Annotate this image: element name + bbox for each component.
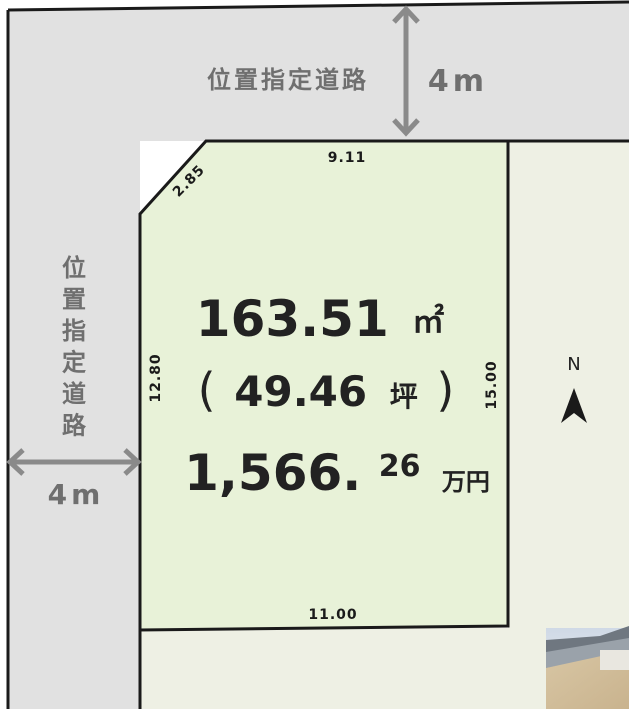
dimension-right: 15.00 bbox=[484, 360, 500, 409]
compass: N bbox=[561, 354, 587, 423]
north-road-name: 位置指定道路 bbox=[207, 66, 369, 94]
lot-price-decimal: 26 bbox=[379, 449, 421, 484]
west-road-name-char: 道 bbox=[62, 380, 86, 408]
west-road-name-char: 路 bbox=[62, 412, 87, 440]
west-road-width-arrow bbox=[6, 448, 142, 476]
lot-tsubo: ( 49.46 坪 ) bbox=[198, 363, 455, 417]
lot-polygon bbox=[138, 139, 510, 632]
dimension-top: 9.11 bbox=[328, 150, 367, 166]
lot-area: 163.51 ㎡ bbox=[196, 290, 444, 348]
dimension-left: 12.80 bbox=[148, 353, 164, 402]
dimension-bottom: 11.00 bbox=[308, 607, 357, 623]
west-road-name: 位置指定道路 bbox=[62, 254, 87, 440]
road-outer-top-edge bbox=[7, 0, 629, 12]
neighbor-land-south bbox=[140, 628, 508, 709]
road-area bbox=[8, 2, 629, 709]
west-road-name-char: 指 bbox=[62, 317, 86, 345]
lot-area-value: 163.51 bbox=[196, 290, 389, 348]
lot-price-unit: 万円 bbox=[442, 468, 490, 496]
building-photo-icon bbox=[546, 626, 629, 709]
lot-tsubo-value: 49.46 bbox=[234, 367, 367, 416]
west-road-name-char: 定 bbox=[62, 349, 86, 377]
lot-area-unit: ㎡ bbox=[412, 302, 444, 340]
north-road-width-arrow bbox=[392, 5, 420, 137]
compass-label: N bbox=[567, 354, 580, 375]
lot-price: 1,566. 26 万円 bbox=[184, 430, 490, 502]
neighbor-land-east bbox=[508, 141, 629, 709]
west-road-name-char: 置 bbox=[62, 286, 86, 314]
paren-close: ) bbox=[436, 363, 454, 417]
lot-tsubo-unit: 坪 bbox=[390, 380, 418, 413]
paren-open: ( bbox=[198, 363, 216, 417]
west-road-name-char: 位 bbox=[62, 254, 86, 282]
north-road-width: 4m bbox=[428, 64, 488, 99]
west-road-width: 4m bbox=[48, 478, 105, 511]
lot-price-main: 1,566. bbox=[184, 444, 361, 502]
compass-arrow-icon bbox=[561, 388, 587, 423]
